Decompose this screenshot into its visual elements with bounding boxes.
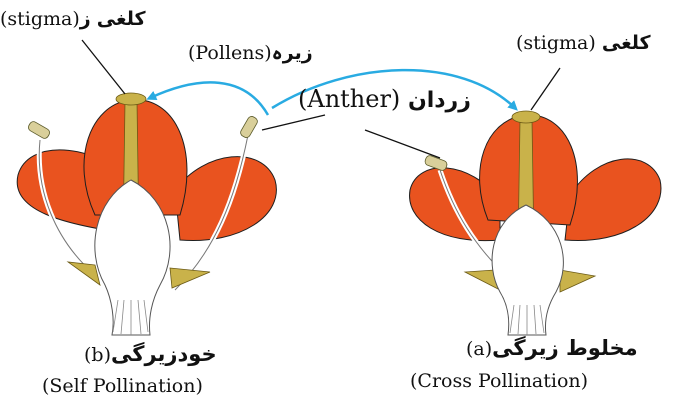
left-stigma-label: (stigma) کلغی ز bbox=[0, 8, 146, 30]
right-caption-urdu: مخلوط زیرگی bbox=[492, 336, 638, 360]
right-anther-left bbox=[424, 155, 448, 171]
left-caption-urdu: خودزیرگی bbox=[111, 342, 217, 366]
left-petal-back-right bbox=[174, 156, 277, 242]
anther-en: (Anther) bbox=[298, 85, 401, 113]
pollens-label: (Pollens)زیرہ bbox=[188, 42, 313, 64]
cross-pollination-arrow bbox=[271, 68, 518, 111]
right-stigma-pointer bbox=[530, 67, 561, 111]
right-sepal-right bbox=[559, 269, 597, 293]
pollens-en: (Pollens) bbox=[188, 42, 272, 64]
anther-pointer-right bbox=[364, 129, 441, 159]
left-anther-right bbox=[240, 116, 258, 138]
left-sepal-left bbox=[66, 261, 101, 286]
left-stigma-en: (stigma) bbox=[0, 8, 80, 30]
right-stigma bbox=[511, 110, 541, 124]
left-stem-lines bbox=[112, 299, 149, 335]
right-stem-lines bbox=[509, 304, 545, 335]
pointer-lines bbox=[81, 39, 561, 159]
right-caption-en: (Cross Pollination) bbox=[410, 370, 589, 392]
right-stigma-en: (stigma) bbox=[516, 32, 596, 54]
right-caption-line1: (a)مخلوط زیرگی bbox=[466, 336, 638, 360]
left-stigma-pointer bbox=[81, 39, 126, 95]
self-pollination-arrow bbox=[146, 81, 270, 116]
pollens-urdu: زیرہ bbox=[271, 42, 313, 64]
right-receptacle bbox=[491, 204, 564, 336]
left-flower bbox=[16, 92, 277, 336]
left-anther-left bbox=[28, 121, 50, 139]
left-caption-line1: (b)خودزیرگی bbox=[84, 342, 217, 366]
right-caption-letter: (a) bbox=[466, 338, 493, 360]
left-caption-letter: (b) bbox=[84, 344, 111, 366]
left-filament-left-outline bbox=[38, 139, 96, 276]
anther-pointer-left bbox=[261, 114, 326, 131]
left-edge-fragment: ز bbox=[79, 8, 91, 30]
left-caption-en: (Self Pollination) bbox=[42, 375, 203, 397]
right-petal-back-right bbox=[564, 158, 662, 242]
right-stigma-label: (stigma) کلغی bbox=[516, 32, 651, 54]
left-stigma bbox=[115, 92, 147, 106]
anther-urdu: زردان bbox=[407, 88, 471, 113]
right-stigma-urdu: کلغی bbox=[601, 32, 651, 54]
right-flower bbox=[409, 110, 662, 336]
anther-label: (Anther) زردان bbox=[298, 85, 471, 113]
left-stigma-urdu: کلغی bbox=[96, 8, 146, 30]
left-sepal-right bbox=[169, 267, 211, 289]
